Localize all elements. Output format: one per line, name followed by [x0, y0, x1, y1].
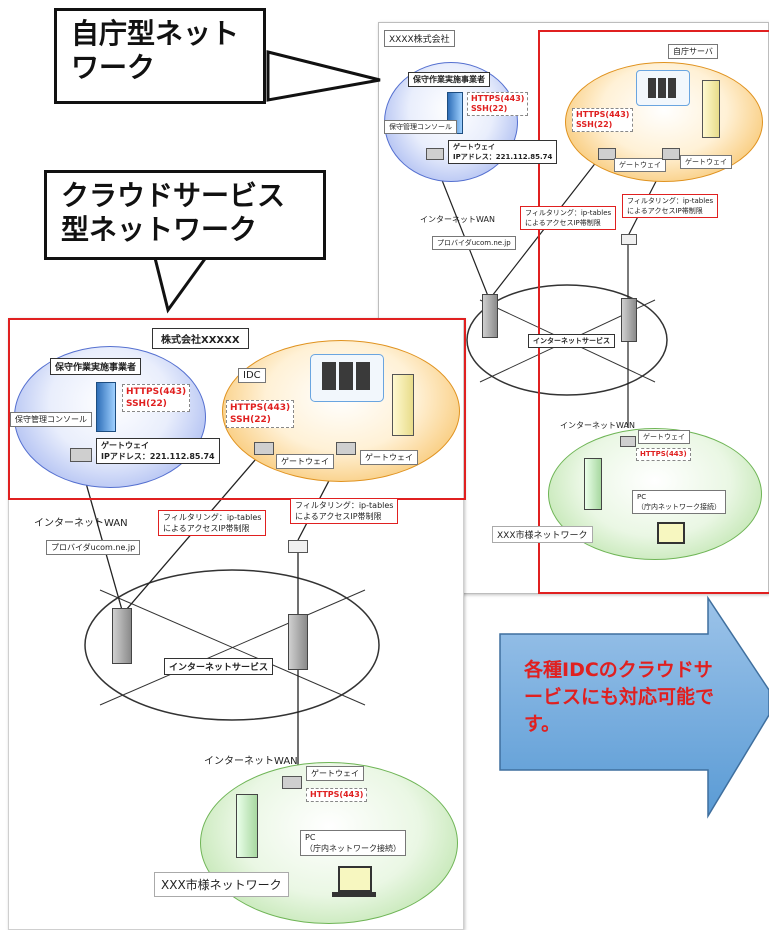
front-gateway-label-3: ゲートウェイ [360, 450, 418, 465]
front-gateway-label-4: ゲートウェイ [306, 766, 364, 781]
back-https: HTTPS(443) [636, 448, 691, 461]
front-server-icon-left [112, 608, 132, 664]
front-idc-label: IDC [238, 368, 266, 383]
front-company-label: 株式会社XXXXX [152, 328, 249, 349]
front-gateway-icon-4 [282, 776, 302, 789]
back-gateway-label-4: ゲートウェイ [638, 430, 690, 444]
front-wan-label: インターネットWAN [34, 518, 128, 529]
back-wan-label: インターネットWAN [420, 215, 495, 224]
back-gateway-label-2: ゲートウェイ [614, 158, 666, 172]
front-pc-icon [338, 866, 372, 892]
back-router-icon [621, 234, 637, 245]
front-gateway-icon [70, 448, 92, 462]
back-server-protocols: HTTPS(443)SSH(22) [572, 108, 634, 132]
back-gateway-icon [426, 148, 444, 160]
back-own-server-label: 自庁サーバ [668, 44, 718, 59]
front-router-icon [288, 540, 308, 553]
front-protocols: HTTPS(443)SSH(22) [122, 384, 191, 412]
back-gateway-icon-3 [662, 148, 680, 160]
back-city-label: XXX市様ネットワーク [492, 526, 593, 543]
back-red-frame [538, 30, 769, 594]
back-tower-icon [702, 80, 720, 138]
front-https: HTTPS(443) [306, 788, 368, 802]
back-server-icon-left [482, 294, 498, 338]
front-gateway-icon-3 [336, 442, 356, 455]
back-vendor-label: 保守作業実施事業者 [408, 72, 490, 87]
front-vendor-label: 保守作業実施事業者 [50, 358, 142, 375]
front-server-rack-icon [322, 362, 370, 390]
back-gateway-label-3: ゲートウェイ [680, 155, 732, 169]
back-gateway-icon-2 [598, 148, 616, 160]
front-city-label: XXX市様ネットワーク [154, 872, 289, 897]
front-keyboard-icon [332, 892, 376, 897]
front-console-icon [96, 382, 116, 432]
cloud-network-callout: クラウドサービス型ネットワーク [44, 170, 326, 260]
front-red-frame [8, 318, 466, 500]
back-pc-server-icon [584, 458, 602, 510]
back-protocols: HTTPS(443)SSH(22) [467, 92, 529, 116]
back-wan2-label: インターネットWAN [560, 421, 635, 430]
back-provider-label: プロバイダucom.ne.jp [432, 236, 516, 250]
back-pc-label: PC（庁内ネットワーク接続） [632, 490, 726, 514]
back-company-label: XXXX株式会社 [384, 30, 455, 47]
back-pc-icon [657, 522, 685, 544]
front-pc-server-icon [236, 794, 258, 858]
front-server-icon-right [288, 614, 308, 670]
front-internet-label: インターネットサービス [164, 658, 274, 675]
front-idc-protocols: HTTPS(443)SSH(22) [226, 400, 295, 428]
back-server-rack-icon [648, 78, 676, 98]
front-provider-label: プロバイダucom.ne.jp [46, 540, 141, 555]
front-gateway-label-2: ゲートウェイ [276, 454, 334, 469]
back-server-icon-right [621, 298, 637, 342]
back-console-label: 保守管理コンソール [384, 120, 457, 134]
arrow-text: 各種IDCのクラウドサービスにも対応可能です。 [524, 659, 715, 735]
back-internet-label: インターネットサービス [528, 334, 615, 348]
back-gateway-icon-4 [620, 436, 636, 447]
front-console-label: 保守管理コンソール [10, 412, 92, 427]
own-network-callout: 自庁型ネットワーク [54, 8, 266, 104]
front-tower-icon [392, 374, 414, 436]
front-gateway-icon-2 [254, 442, 274, 455]
front-wan2-label: インターネットWAN [204, 756, 298, 767]
front-pc-label: PC（庁内ネットワーク接続） [300, 830, 406, 856]
